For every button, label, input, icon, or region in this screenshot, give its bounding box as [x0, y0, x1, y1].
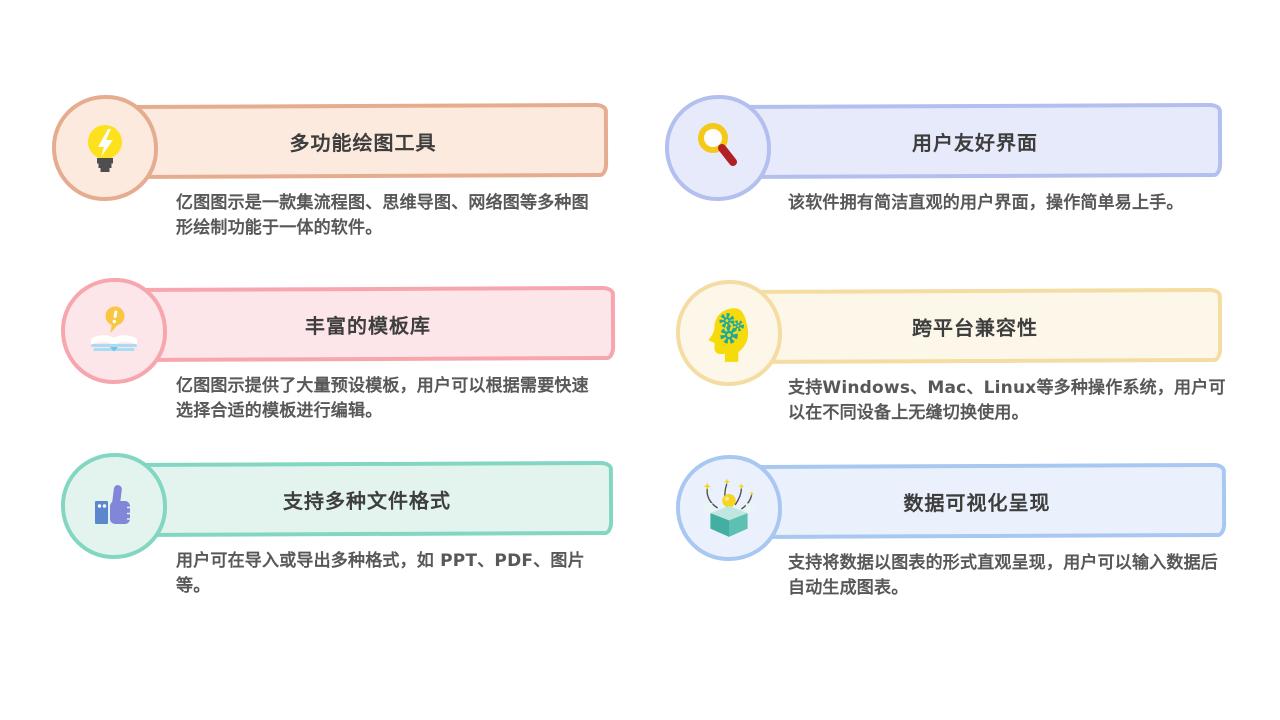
feature-description: 亿图图示提供了大量预设模板，用户可以根据需要快速选择合适的模板进行编辑。 — [176, 376, 589, 421]
idea-box-icon — [700, 478, 758, 537]
feature-description: 支持Windows、Mac、Linux等多种操作系统，用户可以在不同设备上无缝切… — [788, 378, 1226, 423]
feature-title: 跨平台兼容性 — [911, 315, 1039, 340]
book-idea-icon — [91, 306, 137, 352]
feature-title: 多功能绘图工具 — [289, 130, 437, 155]
icon-circle — [61, 278, 167, 384]
magnifier-icon — [698, 123, 737, 166]
icon-circle — [52, 95, 158, 201]
head-gears-icon — [708, 308, 749, 362]
feature-description: 亿图图示是一款集流程图、思维导图、网络图等多种图形绘制功能于一体的软件。 — [176, 193, 589, 238]
feature-banner: 支持多种文件格式 — [120, 460, 614, 538]
feature-banner: 多功能绘图工具 — [117, 102, 609, 180]
icon-circle — [665, 95, 771, 201]
feature-description: 用户可在导入或导出多种格式，如 PPT、PDF、图片等。 — [176, 551, 585, 596]
feature-banner: 数据可视化呈现 — [727, 462, 1227, 540]
feature-banner: 用户友好界面 — [727, 102, 1223, 180]
icon-circle — [676, 455, 782, 561]
feature-description: 支持将数据以图表的形式直观呈现，用户可以输入数据后自动生成图表。 — [788, 553, 1218, 598]
feature-title: 数据可视化呈现 — [903, 490, 1051, 515]
feature-title: 支持多种文件格式 — [282, 488, 452, 513]
feature-title: 用户友好界面 — [911, 130, 1039, 155]
icon-circle — [676, 280, 782, 386]
thumbs-up-icon — [95, 485, 130, 524]
feature-banner: 丰富的模板库 — [120, 285, 616, 363]
lightbulb-icon — [88, 125, 122, 172]
feature-banner: 跨平台兼容性 — [727, 287, 1223, 365]
feature-title: 丰富的模板库 — [304, 313, 432, 338]
icon-circle — [61, 453, 167, 559]
feature-description: 该软件拥有简洁直观的用户界面，操作简单易上手。 — [788, 193, 1184, 213]
